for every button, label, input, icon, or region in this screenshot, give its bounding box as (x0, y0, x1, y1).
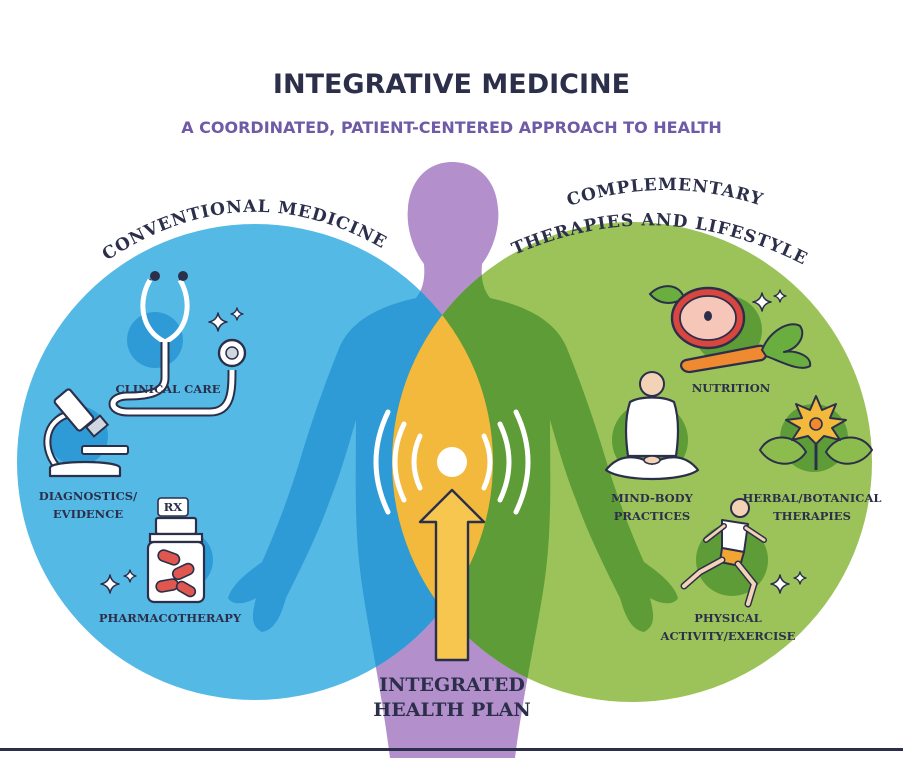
apple-carrot-icon (648, 285, 812, 374)
mind-body-label-line2: PRACTICES (614, 509, 690, 523)
herb-flower-icon (758, 395, 874, 472)
physical-activity-label-line1: PHYSICAL (694, 611, 762, 625)
core-dot-icon (437, 447, 467, 477)
signal-waves-icon (373, 409, 531, 515)
nutrition-label: NUTRITION (692, 381, 771, 395)
mind-body-label-line1: MIND-BODY (611, 491, 694, 505)
runner-icon (680, 498, 768, 608)
integrated-plan-label-line2: HEALTH PLAN (373, 699, 530, 721)
herbal-label-line1: HERBAL/BOTANICAL (743, 491, 882, 505)
diagnostics-label-line1: DIAGNOSTICS/ (39, 489, 138, 503)
pharmacotherapy-label: PHARMACOTHERAPY (99, 611, 242, 625)
clinical-care-label: CLINICAL CARE (115, 382, 220, 396)
diagnostics-label-line2: EVIDENCE (53, 507, 123, 521)
stethoscope-icon (108, 271, 247, 417)
main-title: INTEGRATIVE MEDICINE (273, 69, 630, 100)
pill-bottle-icon (146, 516, 213, 604)
upward-arrow-icon (418, 488, 486, 662)
subtitle: A COORDINATED, PATIENT-CENTERED APPROACH… (181, 118, 722, 137)
meditation-icon (604, 371, 700, 481)
integrated-plan-label-line1: INTEGRATED (379, 674, 525, 696)
herbal-label-line2: THERAPIES (773, 509, 851, 523)
physical-activity-label-line2: ACTIVITY/EXERCISE (660, 629, 796, 643)
microscope-icon (43, 388, 129, 478)
rx-badge-label: RX (164, 500, 183, 514)
right-circle-heading-line1: COMPLEMENTARY (564, 175, 765, 211)
bottom-divider (0, 748, 903, 751)
rx-badge (157, 497, 189, 517)
